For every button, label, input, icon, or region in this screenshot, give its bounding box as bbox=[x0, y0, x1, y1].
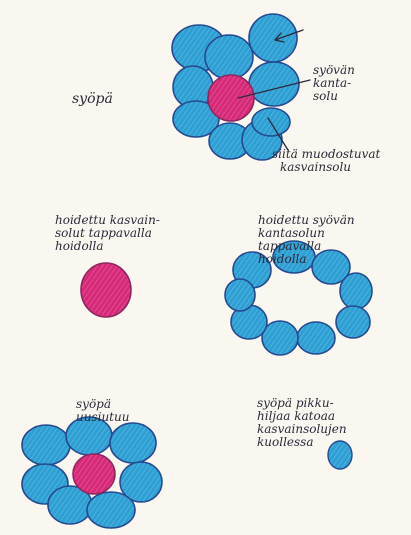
label-recurrence: syöpä uusiutuu bbox=[76, 398, 129, 424]
label-treated-tumor-cells: hoidettu kasvain- solut tappavalla hoido… bbox=[55, 214, 160, 253]
surviving-stem-cell bbox=[81, 263, 131, 317]
tumor-cell bbox=[297, 322, 335, 354]
stem-cell bbox=[208, 75, 254, 121]
label-slow-fade: syöpä pikku- hiljaa katoaa kasvainsoluje… bbox=[257, 397, 347, 449]
tumor-cell bbox=[336, 306, 370, 338]
tumor-cluster-bottom bbox=[22, 417, 162, 528]
stem-cell bbox=[73, 454, 115, 494]
tumor-cell bbox=[225, 279, 255, 311]
label-cancer: syöpä bbox=[72, 93, 113, 106]
label-line: hoidolla bbox=[55, 240, 160, 253]
label-line: kasvainsolu bbox=[272, 161, 380, 174]
label-line: hoidolla bbox=[258, 253, 355, 266]
tumor-cell bbox=[110, 423, 156, 463]
tumor-cell bbox=[340, 273, 372, 309]
label-treated-stem-cell: hoidettu syövän kantasolun tappavalla ho… bbox=[258, 214, 355, 266]
label-line: uusiutuu bbox=[76, 411, 129, 424]
tumor-cell bbox=[205, 35, 253, 79]
tumor-cell bbox=[22, 425, 70, 465]
label-line: solu bbox=[313, 90, 355, 103]
label-derived-cells: siitä muodostuvat kasvainsolu bbox=[272, 148, 380, 174]
label-line: kuollessa bbox=[257, 436, 347, 449]
label-stem-cell: syövän kanta- solu bbox=[313, 64, 355, 103]
tumor-cell bbox=[87, 492, 135, 528]
tumor-cell bbox=[262, 321, 298, 355]
tumor-cell bbox=[249, 14, 297, 62]
